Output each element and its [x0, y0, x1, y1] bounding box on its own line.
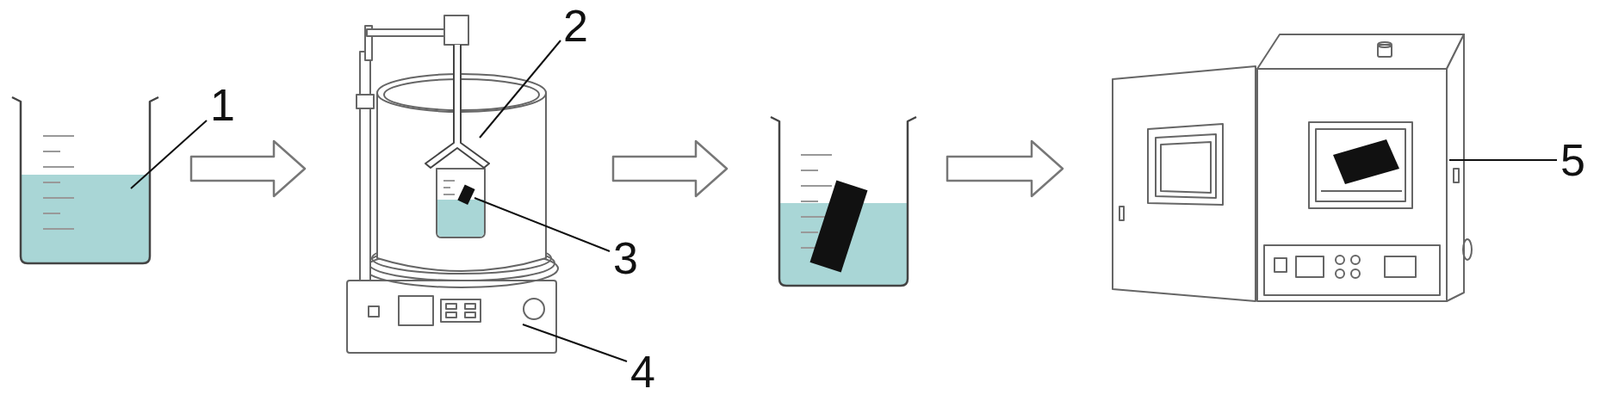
beaker: [770, 117, 917, 286]
flow-arrow: [191, 141, 1063, 197]
callout-number: 3: [613, 235, 639, 281]
muffle-furnace: [1112, 34, 1472, 302]
beaker: [12, 97, 159, 264]
leader-line: [130, 40, 1557, 362]
callout-number: 5: [1560, 137, 1586, 183]
heating-stirrer: [347, 15, 559, 354]
callout-number: 2: [563, 3, 589, 49]
callout-number: 4: [630, 349, 656, 395]
callout-number: 1: [210, 82, 236, 128]
sample: [457, 184, 475, 205]
